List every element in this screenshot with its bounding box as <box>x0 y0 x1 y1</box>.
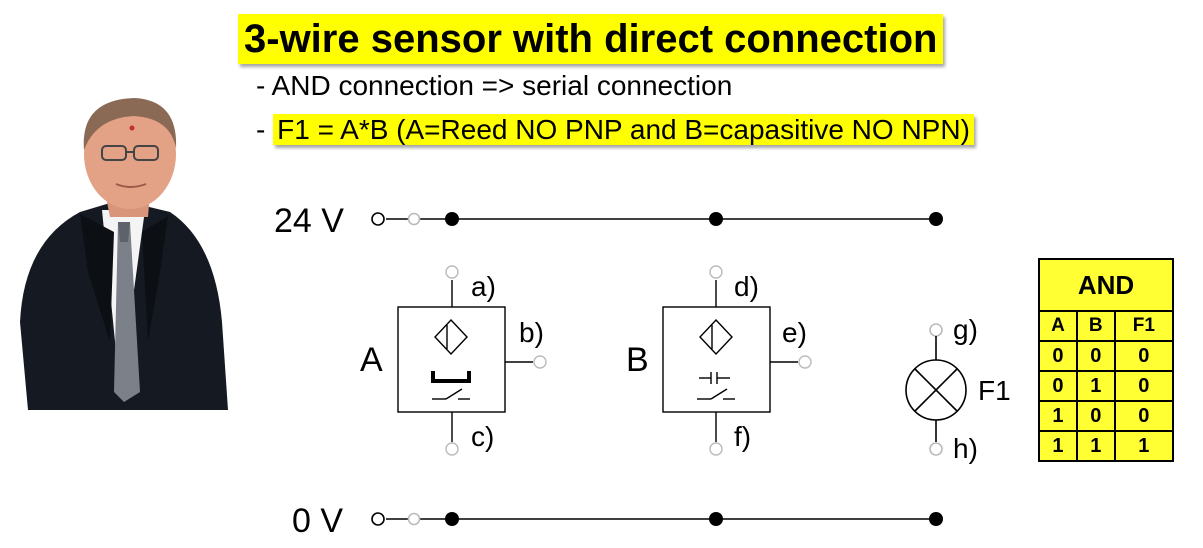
formula-highlight: F1 = A*B (A=Reed NO PNP and B=capasitive… <box>273 114 974 145</box>
table-cell: 0 <box>1113 400 1175 432</box>
table-cell: 0 <box>1113 370 1175 402</box>
table-cell: 1 <box>1038 430 1078 462</box>
sensor-b <box>662 265 812 456</box>
terminal-d: d) <box>734 271 759 302</box>
bullet-formula: - F1 = A*B (A=Reed NO PNP and B=capasiti… <box>256 111 974 149</box>
truth-table: AND A B F1 0 0 0 0 1 0 1 0 0 1 1 1 <box>1038 258 1175 462</box>
label-24v: 24 V <box>274 202 344 240</box>
supply-terminals <box>371 212 421 526</box>
terminal-e: e) <box>782 317 807 348</box>
table-cell: 1 <box>1075 430 1116 462</box>
table-cell: 0 <box>1038 340 1078 372</box>
slide-title: 3-wire sensor with direct connection <box>238 14 944 64</box>
lamp-name: F1 <box>978 375 1011 406</box>
col-header-f1: F1 <box>1113 310 1175 342</box>
truth-table-title: AND <box>1038 258 1174 312</box>
table-row: 0 1 0 <box>1038 370 1175 402</box>
terminal-c: c) <box>471 421 494 452</box>
table-cell: 0 <box>1113 340 1175 372</box>
bullet-and-connection: - AND connection => serial connection <box>256 70 733 101</box>
lamp-icon <box>905 323 967 456</box>
terminal-g: g) <box>953 314 978 345</box>
label-0v: 0 V <box>292 502 343 540</box>
table-row: 0 0 0 <box>1038 340 1175 372</box>
terminal-f: f) <box>734 421 751 452</box>
table-cell: 0 <box>1038 370 1078 402</box>
terminal-b: b) <box>519 317 544 348</box>
col-header-b: B <box>1075 310 1116 342</box>
table-row: 1 0 0 <box>1038 400 1175 432</box>
sensor-a <box>397 265 547 456</box>
table-row: 1 1 1 <box>1038 430 1175 462</box>
table-cell: 1 <box>1038 400 1078 432</box>
table-cell: 1 <box>1113 430 1175 462</box>
terminal-h: h) <box>953 433 978 464</box>
col-header-a: A <box>1038 310 1078 342</box>
terminal-a: a) <box>471 271 496 302</box>
junction-dots <box>445 212 943 526</box>
sensor-a-name: A <box>360 341 383 379</box>
bullet-prefix: - <box>256 114 274 145</box>
presenter-photo <box>20 98 228 410</box>
table-cell: 0 <box>1075 340 1116 372</box>
sensor-b-name: B <box>626 341 649 379</box>
table-cell: 0 <box>1075 400 1116 432</box>
table-cell: 1 <box>1075 370 1116 402</box>
